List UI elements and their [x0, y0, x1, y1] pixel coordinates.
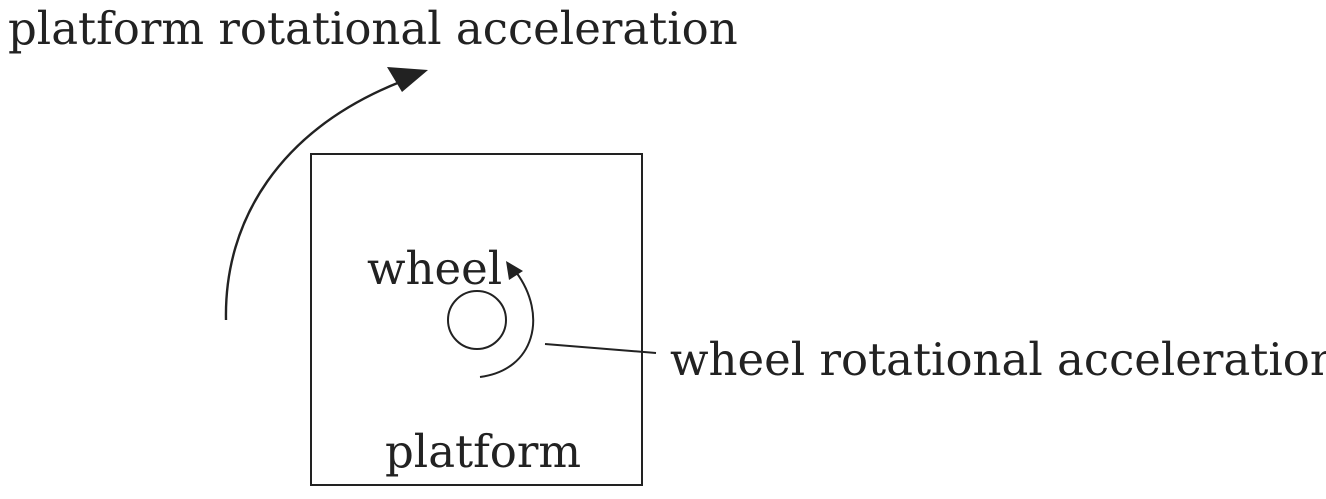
platform-rotation-arc — [224, 80, 401, 321]
wheel-rotation-arrowhead — [506, 261, 523, 280]
platform-box — [310, 153, 643, 486]
wheel-rotation-leader-line — [544, 343, 657, 354]
platform-rotation-label: platform rotational acceleration — [8, 2, 738, 55]
platform-rotation-arrowhead — [387, 67, 428, 92]
wheel-label: wheel — [367, 242, 502, 295]
wheel-circle — [447, 290, 507, 350]
platform-label: platform — [385, 425, 581, 478]
wheel-rotation-arc — [479, 271, 535, 378]
wheel-rotation-label: wheel rotational acceleration — [670, 333, 1326, 386]
